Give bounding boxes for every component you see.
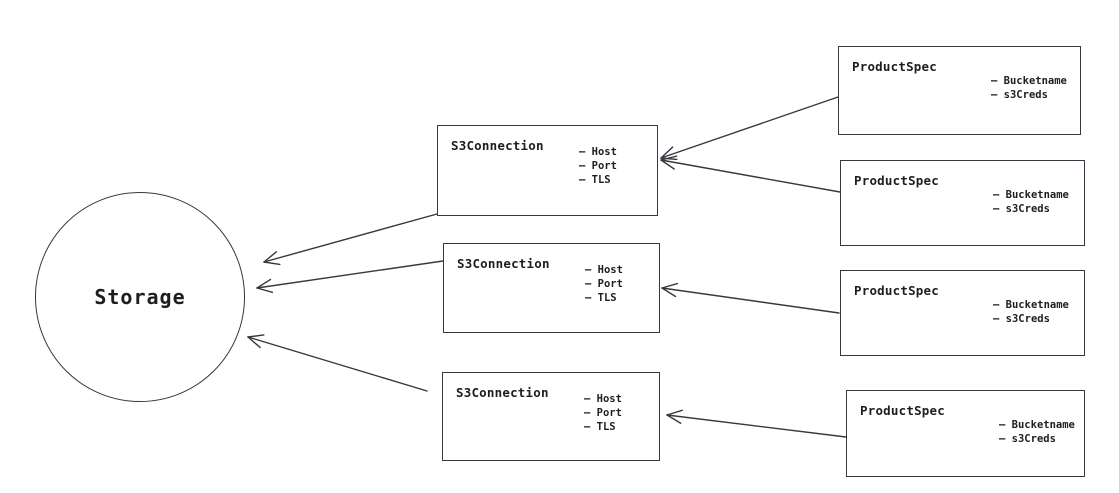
spec-title: ProductSpec xyxy=(854,173,939,188)
spec-attribute: Bucketname xyxy=(993,188,1069,202)
spec-node-3[interactable]: ProductSpecBucketnames3Creds xyxy=(840,270,1085,356)
connection-attribute-list: HostPortTLS xyxy=(579,145,617,187)
connection-title: S3Connection xyxy=(456,385,549,400)
spec-attribute: Bucketname xyxy=(993,298,1069,312)
spec-attribute: s3Creds xyxy=(993,202,1069,216)
connection-title: S3Connection xyxy=(457,256,550,271)
arrow-spec3-to-connection2 xyxy=(661,282,840,314)
spec-attribute: Bucketname xyxy=(999,418,1075,432)
connection-attribute: Port xyxy=(585,277,623,291)
connection-attribute: TLS xyxy=(584,420,622,434)
connection-attribute-list: HostPortTLS xyxy=(584,392,622,434)
spec-attribute: s3Creds xyxy=(991,88,1067,102)
storage-label: Storage xyxy=(94,285,186,309)
connection-node-2[interactable]: S3Connection HostPortTLS xyxy=(443,243,660,333)
spec-attribute-list: Bucketnames3Creds xyxy=(993,298,1069,326)
spec-node-4[interactable]: ProductSpecBucketnames3Creds xyxy=(846,390,1085,477)
spec-node-1[interactable]: ProductSpecBucketnames3Creds xyxy=(838,46,1081,135)
connection-title: S3Connection xyxy=(451,138,544,153)
spec-attribute: s3Creds xyxy=(993,312,1069,326)
spec-node-2[interactable]: ProductSpecBucketnames3Creds xyxy=(840,160,1085,246)
connection-attribute: Host xyxy=(585,263,623,277)
arrow-spec2-to-connection1 xyxy=(660,155,841,193)
spec-attribute-list: Bucketnames3Creds xyxy=(991,74,1067,102)
connection-attribute: TLS xyxy=(585,291,623,305)
arrow-connection2-to-storage xyxy=(256,260,444,294)
connection-attribute: TLS xyxy=(579,173,617,187)
connection-attribute-list: HostPortTLS xyxy=(585,263,623,305)
arrow-connection1-to-storage xyxy=(263,213,438,266)
arrow-spec4-to-connection3 xyxy=(666,409,847,438)
connection-attribute: Host xyxy=(579,145,617,159)
spec-attribute-list: Bucketnames3Creds xyxy=(999,418,1075,446)
spec-title: ProductSpec xyxy=(860,403,945,418)
connection-node-1[interactable]: S3Connection HostPortTLS xyxy=(437,125,658,216)
connection-node-3[interactable]: S3Connection HostPortTLS xyxy=(442,372,660,461)
storage-node[interactable]: Storage xyxy=(35,192,245,402)
spec-attribute: Bucketname xyxy=(991,74,1067,88)
connection-attribute: Port xyxy=(584,406,622,420)
spec-attribute: s3Creds xyxy=(999,432,1075,446)
arrow-connection3-to-storage xyxy=(247,334,428,392)
spec-title: ProductSpec xyxy=(854,283,939,298)
spec-title: ProductSpec xyxy=(852,59,937,74)
connection-attribute: Port xyxy=(579,159,617,173)
connection-attribute: Host xyxy=(584,392,622,406)
spec-attribute-list: Bucketnames3Creds xyxy=(993,188,1069,216)
arrow-spec1-to-connection1 xyxy=(660,96,839,161)
